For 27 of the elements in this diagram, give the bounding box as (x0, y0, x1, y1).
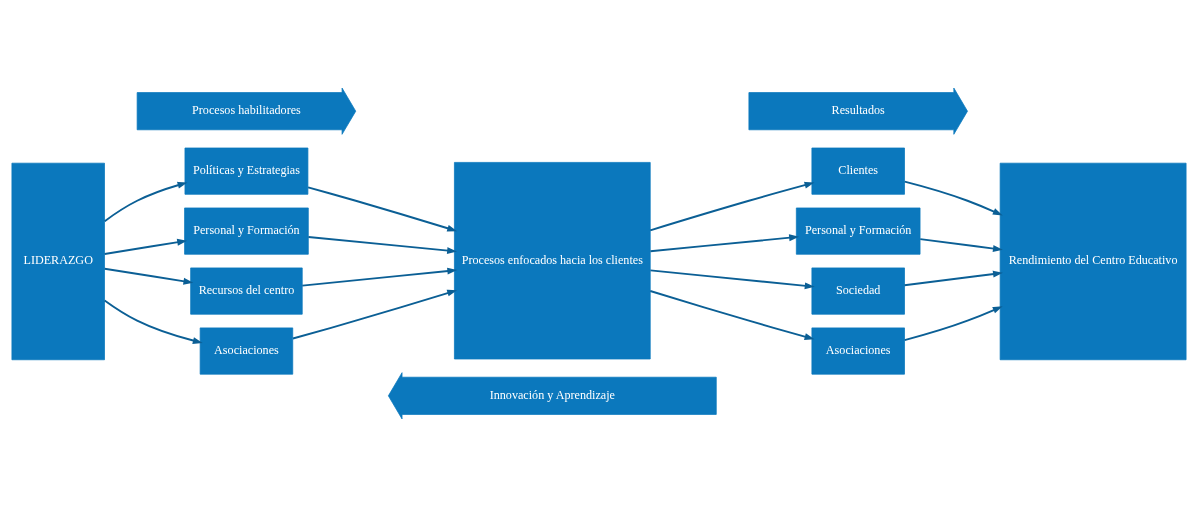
arrow (903, 306, 1003, 342)
arrow (903, 180, 1003, 216)
node-box: Rendimiento del Centro Educativo (999, 162, 1187, 361)
node-box: Asociaciones (199, 327, 294, 375)
node-box: Clientes (811, 147, 905, 195)
node-box: Recursos del centro (190, 267, 303, 315)
arrow (649, 290, 815, 340)
arrow (103, 267, 194, 285)
arrow (301, 267, 458, 287)
node-box: Asociaciones (811, 327, 905, 375)
node-box: Sociedad (811, 267, 905, 315)
node-box: Personal y Formación (184, 207, 309, 255)
arrow (649, 181, 815, 232)
node-box: LIDERAZGO (11, 162, 105, 361)
arrow (919, 238, 1003, 252)
node-box: Personal y Formación (795, 207, 921, 255)
arrow (292, 289, 458, 340)
arrow (103, 299, 203, 344)
arrow (307, 236, 458, 254)
node-box: Procesos enfocados hacia los clientes (454, 162, 651, 360)
arrow (649, 234, 800, 253)
arrow (103, 238, 188, 255)
arrow (307, 186, 458, 232)
arrow (649, 269, 815, 290)
arrow (903, 270, 1003, 287)
arrow (103, 181, 188, 223)
node-box: Políticas y Estrategias (184, 147, 309, 195)
